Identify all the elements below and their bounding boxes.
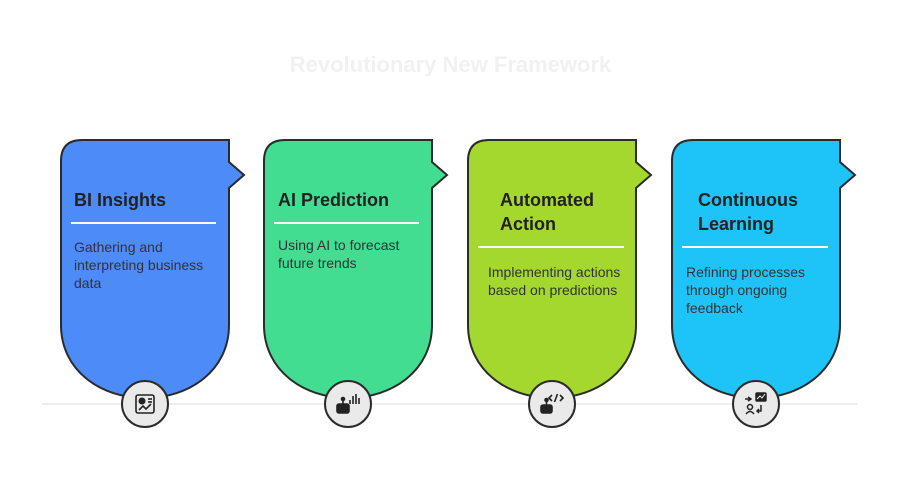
step-title-bi-insights: BI Insights bbox=[74, 190, 167, 210]
step-card-bi-insights bbox=[60, 139, 246, 428]
step-title-continuous-learning: Continuous Learning bbox=[698, 190, 798, 234]
step-card-ai-prediction bbox=[263, 139, 449, 428]
icon-badge-bi-insights bbox=[121, 380, 169, 428]
step-card-automated-action bbox=[467, 139, 653, 428]
step-description-ai-prediction: Using AI to forecast future trends bbox=[278, 237, 400, 271]
step-description-bi-insights: Gathering and interpreting business data bbox=[74, 239, 204, 291]
chart-report-icon bbox=[135, 394, 155, 414]
feedback-loop-icon bbox=[745, 392, 767, 415]
step-card-continuous-learning bbox=[671, 139, 857, 428]
step-title-ai-prediction: AI Prediction bbox=[278, 190, 390, 210]
robot-signal-icon bbox=[336, 394, 360, 414]
robot-code-icon bbox=[540, 393, 565, 414]
icon-badge-continuous-learning bbox=[732, 380, 780, 428]
step-title-automated-action: Automated Action bbox=[500, 190, 594, 234]
icon-badge-automated-action bbox=[528, 380, 576, 428]
step-description-continuous-learning: Refining processes through ongoing feedb… bbox=[686, 264, 806, 316]
step-description-automated-action: Implementing actions based on prediction… bbox=[488, 264, 621, 298]
diagram-title: Revolutionary New Framework bbox=[289, 52, 612, 77]
